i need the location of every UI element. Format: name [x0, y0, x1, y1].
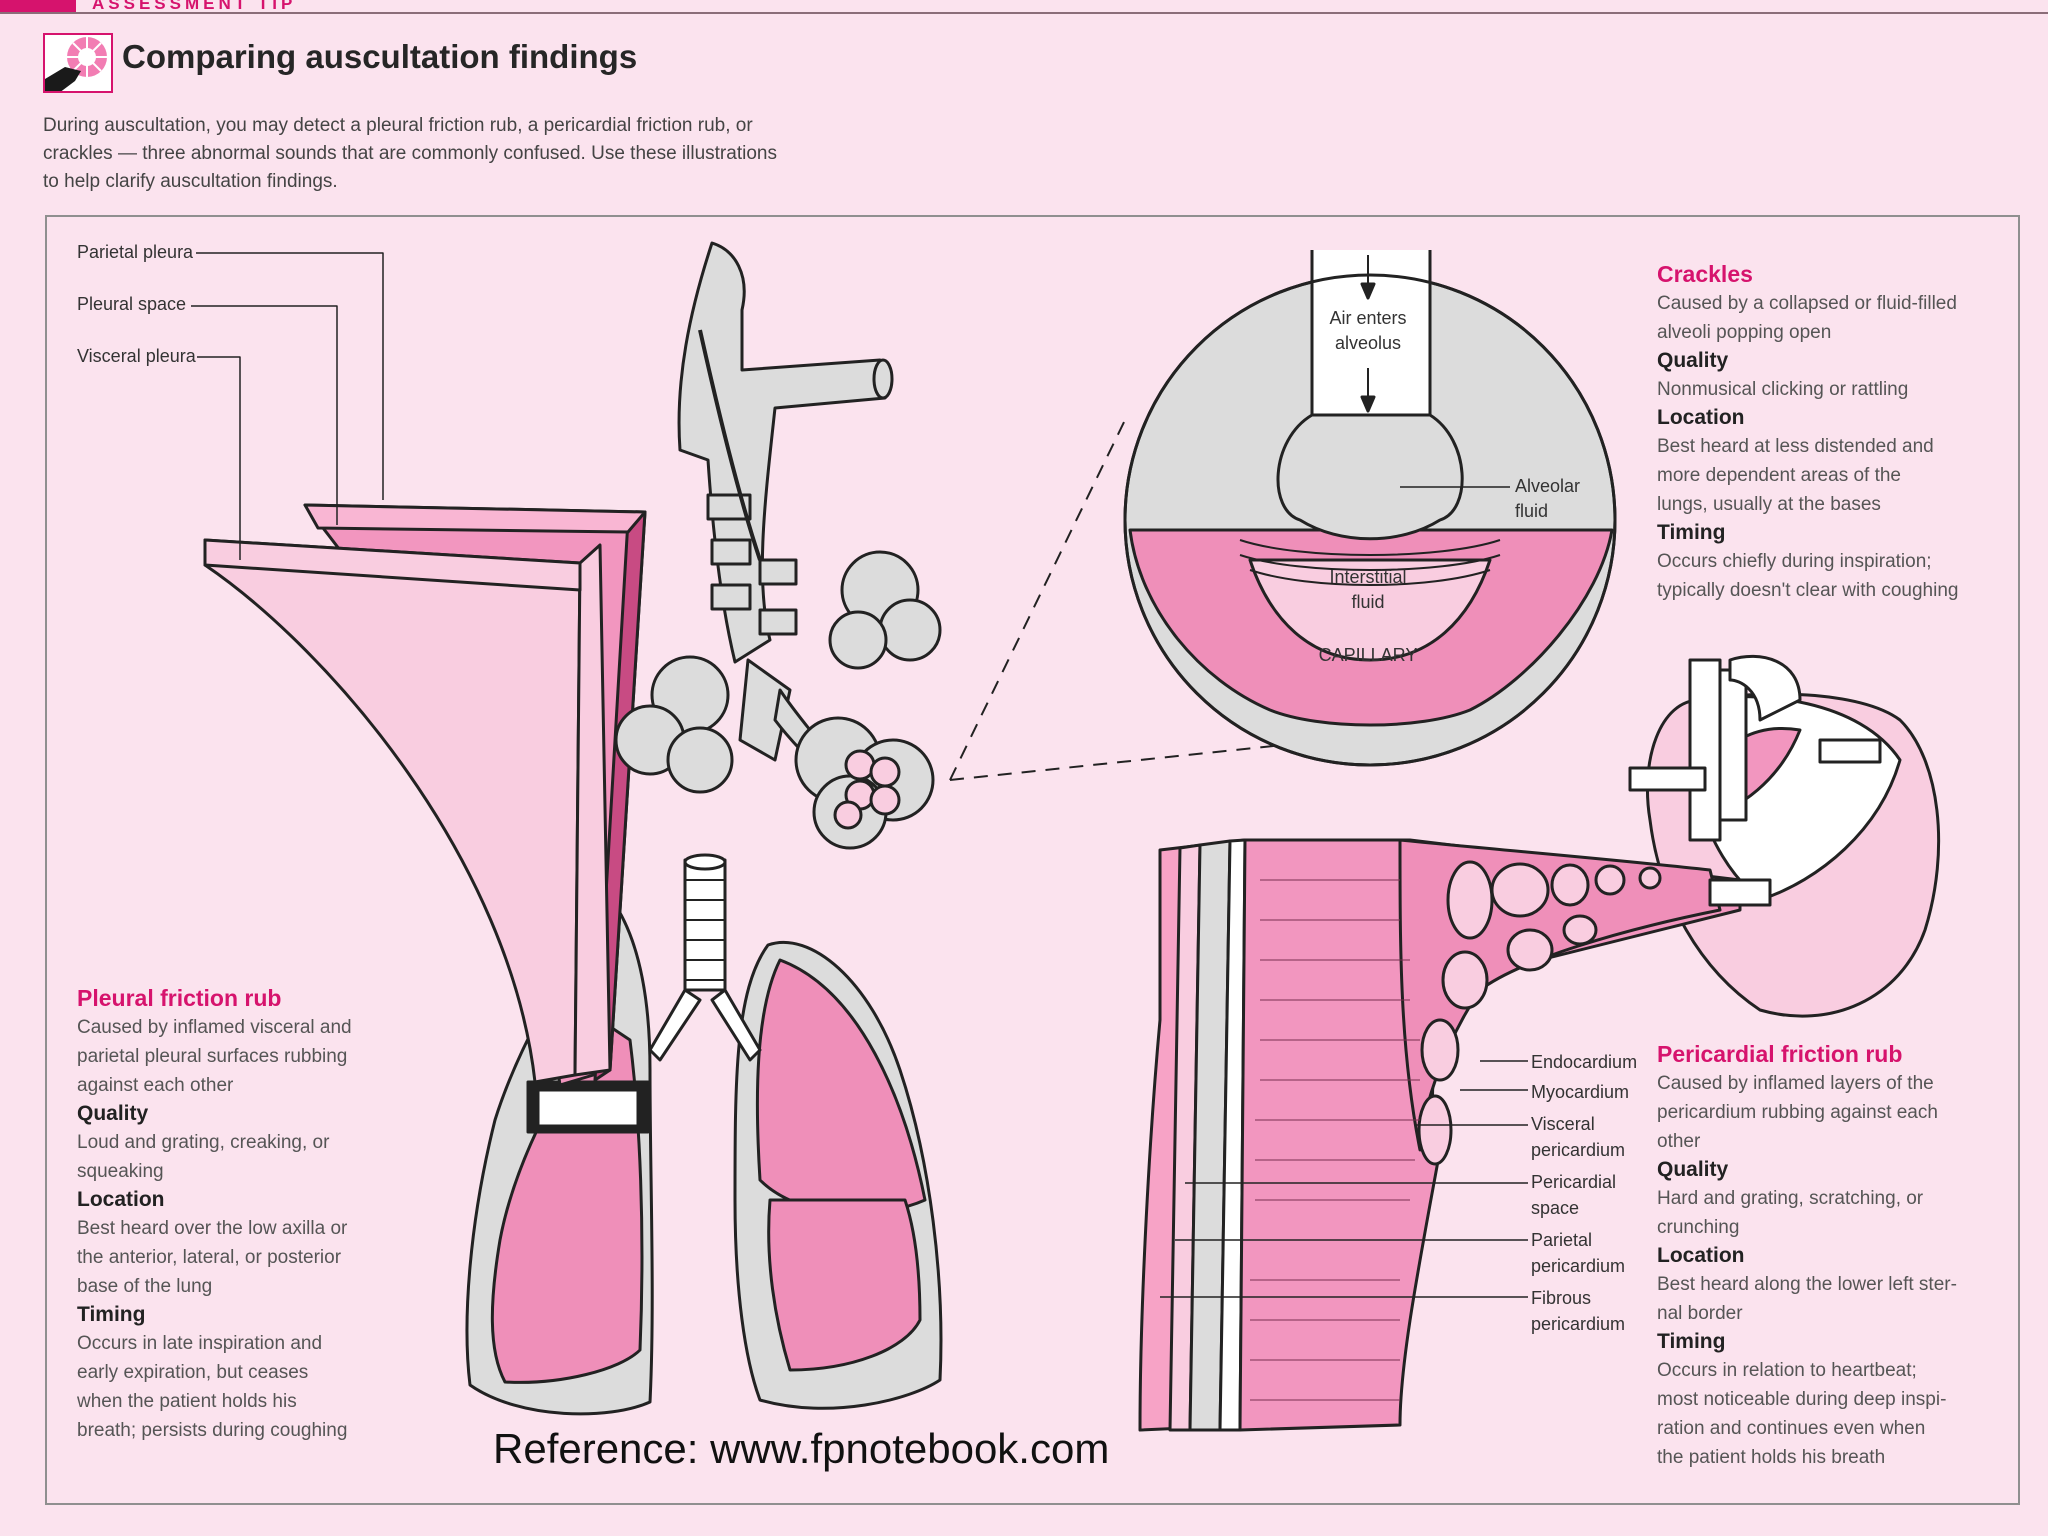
panel-text-line: Best heard at less distended and	[1657, 436, 1934, 457]
stethoscope-burst-icon	[43, 33, 113, 93]
panel-text-line: the anterior, lateral, or posterior	[77, 1247, 342, 1268]
panel-text-line: nal border	[1657, 1303, 1743, 1324]
parietal-pericardium-label: Parietal pericardium	[1531, 1227, 1625, 1279]
label-line: fluid	[1351, 592, 1385, 612]
pleural-rub-title: Pleural friction rub	[77, 985, 282, 1011]
myocardium-label: Myocardium	[1531, 1079, 1629, 1105]
intro-line: During auscultation, you may detect a pl…	[43, 115, 753, 136]
panel-text-line: Occurs chiefly during inspiration;	[1657, 551, 1932, 572]
intro-paragraph: During auscultation, you may detect a pl…	[43, 112, 903, 196]
pleura-layers-illustration	[203, 503, 647, 1087]
pericardial-friction-rub-panel: Pericardial friction rub Caused by infla…	[1657, 1039, 1957, 1472]
panel-text-line: against each other	[77, 1075, 234, 1096]
quality-heading: Quality	[77, 1102, 149, 1125]
label-line: pericardium	[1531, 1256, 1626, 1276]
panel-text-line: Caused by inflamed layers of the	[1657, 1073, 1934, 1094]
panel-text-line: parietal pleural surfaces rubbing	[77, 1046, 348, 1067]
panel-text-line: when the patient holds his	[77, 1391, 297, 1412]
label-line: Visceral	[1531, 1114, 1595, 1134]
bronchial-tree-illustration	[614, 241, 942, 850]
capillary-label: CAPILLARY	[1318, 645, 1418, 665]
endocardium-label: Endocardium	[1531, 1049, 1637, 1075]
label-line: Myocardium	[1531, 1082, 1630, 1102]
panel-text-line: most noticeable during deep inspi-	[1657, 1389, 1947, 1410]
panel-text-line: lungs, usually at the bases	[1657, 494, 1881, 515]
panel-text-line: breath; persists during coughing	[77, 1420, 348, 1441]
fibrous-pericardium-label: Fibrous pericardium	[1531, 1285, 1625, 1337]
quality-heading: Quality	[1657, 1158, 1729, 1181]
panel-text-line: Nonmusical clicking or rattling	[1657, 379, 1909, 400]
alveolar-fluid-label: Alveolar fluid	[1515, 474, 1580, 524]
panel-text-line: base of the lung	[77, 1276, 213, 1297]
crackles-title: Crackles	[1657, 261, 1753, 287]
panel-text-line: Best heard over the low axilla or	[77, 1218, 348, 1239]
heart-wall-section-illustration	[1138, 838, 1772, 1432]
tip-tab	[0, 0, 76, 12]
illustration-frame	[45, 215, 2020, 1505]
label-line: pericardium	[1531, 1140, 1626, 1160]
label-line: Alveolar	[1515, 476, 1581, 496]
panel-text-line: crunching	[1657, 1217, 1740, 1238]
pleural-space-label: Pleural space	[77, 294, 187, 314]
panel-text-line: early expiration, but ceases	[77, 1362, 309, 1383]
pericardial-rub-title: Pericardial friction rub	[1657, 1041, 1903, 1067]
panel-text-line: alveoli popping open	[1657, 322, 1832, 343]
heart-illustration	[1628, 654, 1941, 1018]
timing-heading: Timing	[1657, 521, 1726, 544]
panel-text-line: Occurs in late inspiration and	[77, 1333, 323, 1354]
visceral-pericardium-label: Visceral pericardium	[1531, 1111, 1625, 1163]
quality-heading: Quality	[1657, 349, 1729, 372]
panel-text-line: Loud and grating, creaking, or	[77, 1132, 330, 1153]
label-line: Interstitial	[1329, 567, 1407, 587]
label-line: fluid	[1515, 501, 1549, 521]
air-enters-alveolus-label: Air enters alveolus	[1318, 306, 1418, 356]
panel-text-line: Best heard along the lower left ster-	[1657, 1274, 1957, 1295]
visceral-pleura-label: Visceral pleura	[77, 346, 196, 366]
label-line: Fibrous	[1531, 1288, 1592, 1308]
label-line: Pericardial	[1531, 1172, 1617, 1192]
timing-heading: Timing	[77, 1303, 146, 1326]
panel-text-line: Caused by inflamed visceral and	[77, 1017, 352, 1038]
label-line: space	[1531, 1198, 1580, 1218]
panel-text-line: ration and continues even when	[1657, 1418, 1926, 1439]
panel-text-line: Hard and grating, scratching, or	[1657, 1188, 1924, 1209]
label-line: pericardium	[1531, 1314, 1626, 1334]
panel-text-line: Occurs in relation to heartbeat;	[1657, 1360, 1917, 1381]
timing-heading: Timing	[1657, 1330, 1726, 1353]
pleural-friction-rub-panel: Pleural friction rub Caused by inflamed …	[77, 983, 352, 1445]
pericardial-space-label: Pericardial space	[1531, 1169, 1616, 1221]
top-rule: ASSESSMENT TIP	[0, 0, 2048, 14]
panel-text-line: other	[1657, 1131, 1701, 1152]
label-line: Air enters	[1329, 308, 1407, 328]
label-line: Endocardium	[1531, 1052, 1638, 1072]
panel-text-line: the patient holds his breath	[1657, 1447, 1886, 1468]
panel-text-line: Caused by a collapsed or fluid-filled	[1657, 293, 1957, 314]
tip-label: ASSESSMENT TIP	[92, 0, 297, 13]
location-heading: Location	[1657, 1244, 1745, 1267]
intro-line: to help clarify auscultation findings.	[43, 171, 338, 192]
page-title: Comparing auscultation findings	[122, 38, 638, 75]
label-line: Parietal	[1531, 1230, 1593, 1250]
parietal-pleura-label: Parietal pleura	[77, 242, 194, 262]
intro-line: crackles — three abnormal sounds that ar…	[43, 143, 777, 164]
panel-text-line: pericardium rubbing against each	[1657, 1102, 1938, 1123]
panel-text-line: more dependent areas of the	[1657, 465, 1902, 486]
interstitial-fluid-label: Interstitial fluid	[1318, 565, 1418, 615]
location-heading: Location	[77, 1188, 165, 1211]
panel-text-line: squeaking	[77, 1161, 164, 1182]
location-heading: Location	[1657, 406, 1745, 429]
alveolus-circle-illustration	[1123, 250, 1617, 767]
label-line: alveolus	[1334, 333, 1402, 353]
crackles-panel: Crackles Caused by a collapsed or fluid-…	[1657, 259, 1958, 605]
reference-text: Reference: www.fpnotebook.com	[493, 1425, 1110, 1472]
panel-text-line: typically doesn't clear with coughing	[1657, 580, 1959, 601]
